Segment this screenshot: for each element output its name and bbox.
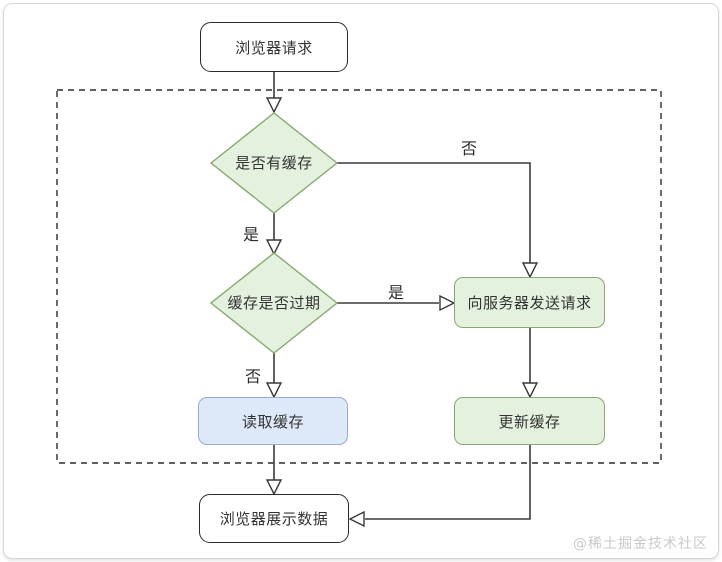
arrowhead-into-sendrequest-left — [439, 294, 456, 312]
node-update-cache: 更新缓存 — [454, 397, 605, 445]
node-browser-request: 浏览器请求 — [200, 22, 348, 72]
arrowhead-into-hascache — [265, 97, 283, 114]
arrowhead-into-sendrequest-top — [521, 262, 539, 279]
edge-label-yes-between-diamonds: 是 — [243, 225, 260, 244]
arrowhead-into-expired — [265, 239, 283, 256]
edge-label-yes-to-send: 是 — [388, 283, 405, 302]
edge-label-no-top: 否 — [461, 139, 478, 158]
cache-boundary-dashed-box — [56, 89, 662, 464]
edge-update-to-display — [365, 445, 531, 520]
arrowhead-into-readcache — [265, 382, 283, 399]
arrowhead-into-display-right — [348, 510, 365, 528]
arrowhead-into-display-top — [265, 479, 283, 496]
edge-hascache-no — [337, 162, 531, 263]
watermark-text: @稀土掘金技术社区 — [573, 536, 708, 552]
node-send-request: 向服务器发送请求 — [454, 277, 605, 328]
node-read-cache: 读取缓存 — [198, 397, 348, 445]
edge-label-no-to-read: 否 — [245, 367, 262, 386]
arrowhead-into-updatecache — [521, 382, 539, 399]
node-browser-display: 浏览器展示数据 — [199, 494, 349, 543]
decision-cache-expired-shape — [209, 252, 339, 354]
decision-has-cache-shape — [209, 112, 339, 214]
